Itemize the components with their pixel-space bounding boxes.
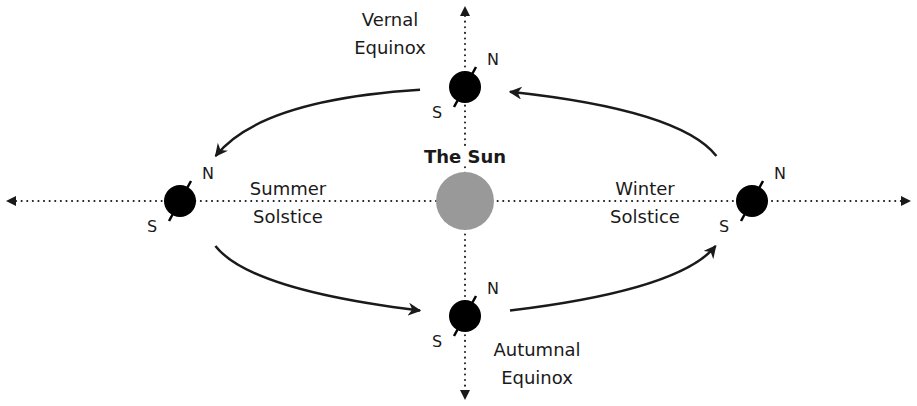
pole-label: N (487, 52, 499, 68)
orbit-arrow (216, 90, 420, 156)
pole-label: N (487, 281, 499, 297)
earth-position: Summer SolsticeNS (135, 156, 225, 246)
season-label: Vernal Equinox (354, 6, 426, 62)
axis-arrowhead (6, 196, 16, 206)
earth-position: Vernal EquinoxNS (420, 42, 510, 132)
axis-arrowhead (460, 6, 470, 16)
pole-label: S (432, 105, 442, 121)
season-label: Winter Solstice (610, 175, 680, 231)
pole-label: S (719, 219, 729, 235)
orbit-arrow (510, 92, 716, 156)
earth-position: Autumnal EquinoxNS (420, 271, 510, 361)
sun-circle: The Sun (434, 170, 496, 232)
axis-arrowhead (460, 390, 470, 400)
earth-position: Winter SolsticeNS (707, 156, 797, 246)
pole-label: N (202, 166, 214, 182)
pole-label: S (432, 334, 442, 350)
pole-label: S (147, 219, 157, 235)
pole-label: N (774, 166, 786, 182)
season-label: Summer Solstice (250, 175, 326, 231)
season-label: Autumnal Equinox (493, 336, 580, 392)
orbit-arrow (510, 246, 716, 311)
sun-label: The Sun (422, 148, 508, 166)
orbit-arrow (215, 246, 420, 311)
axis-arrowhead (901, 196, 911, 206)
sun-shape (434, 170, 496, 232)
